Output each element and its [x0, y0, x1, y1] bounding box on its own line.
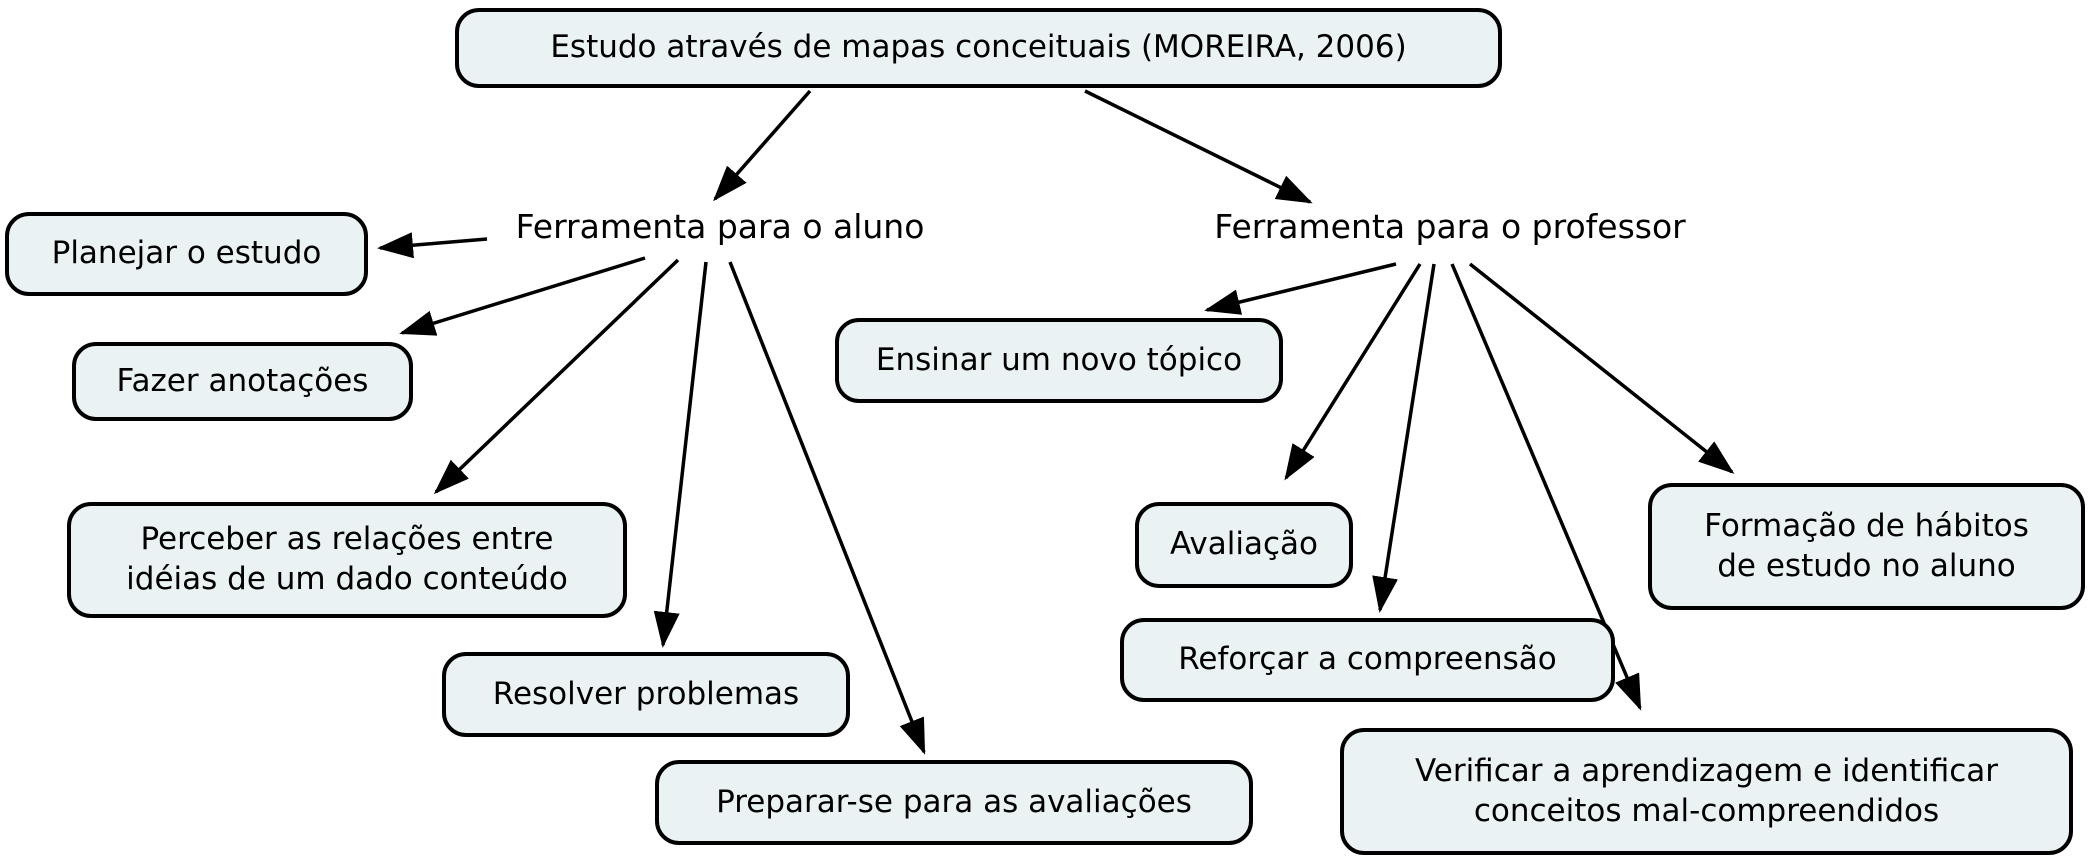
node-reforcar[interactable]: Reforçar a compreensão	[1120, 618, 1615, 702]
node-perceber[interactable]: Perceber as relações entre idéias de um …	[67, 502, 627, 618]
node-planejar[interactable]: Planejar o estudo	[5, 212, 368, 296]
edge-professor-ensinar	[1204, 262, 1397, 315]
node-root[interactable]: Estudo através de mapas conceituais (MOR…	[455, 8, 1502, 88]
node-avaliacao[interactable]: Avaliação	[1135, 502, 1353, 588]
edge-professor-reforcar	[1372, 263, 1436, 613]
edge-aluno-planejar	[377, 232, 488, 259]
edge-professor-avaliacao	[1284, 263, 1422, 481]
node-ensinar[interactable]: Ensinar um novo tópico	[835, 318, 1283, 403]
edge-professor-formacao	[1468, 262, 1735, 474]
node-resolver[interactable]: Resolver problemas	[442, 652, 850, 737]
edge-root-aluno	[713, 89, 812, 202]
edge-aluno-resolver	[653, 261, 708, 648]
node-formacao[interactable]: Formação de hábitos de estudo no aluno	[1648, 483, 2085, 610]
edge-aluno-preparar	[728, 261, 926, 755]
node-preparar[interactable]: Preparar-se para as avaliações	[655, 760, 1253, 845]
branch-label-professor[interactable]: Ferramenta para o professor	[1214, 206, 1686, 246]
edge-aluno-fazer	[399, 256, 646, 336]
edge-aluno-perceber	[433, 258, 680, 495]
edge-root-professor	[1084, 89, 1313, 204]
branch-label-aluno[interactable]: Ferramenta para o aluno	[515, 206, 925, 246]
node-fazer[interactable]: Fazer anotações	[72, 342, 413, 421]
node-verificar[interactable]: Verificar a aprendizagem e identificar c…	[1340, 728, 2073, 855]
